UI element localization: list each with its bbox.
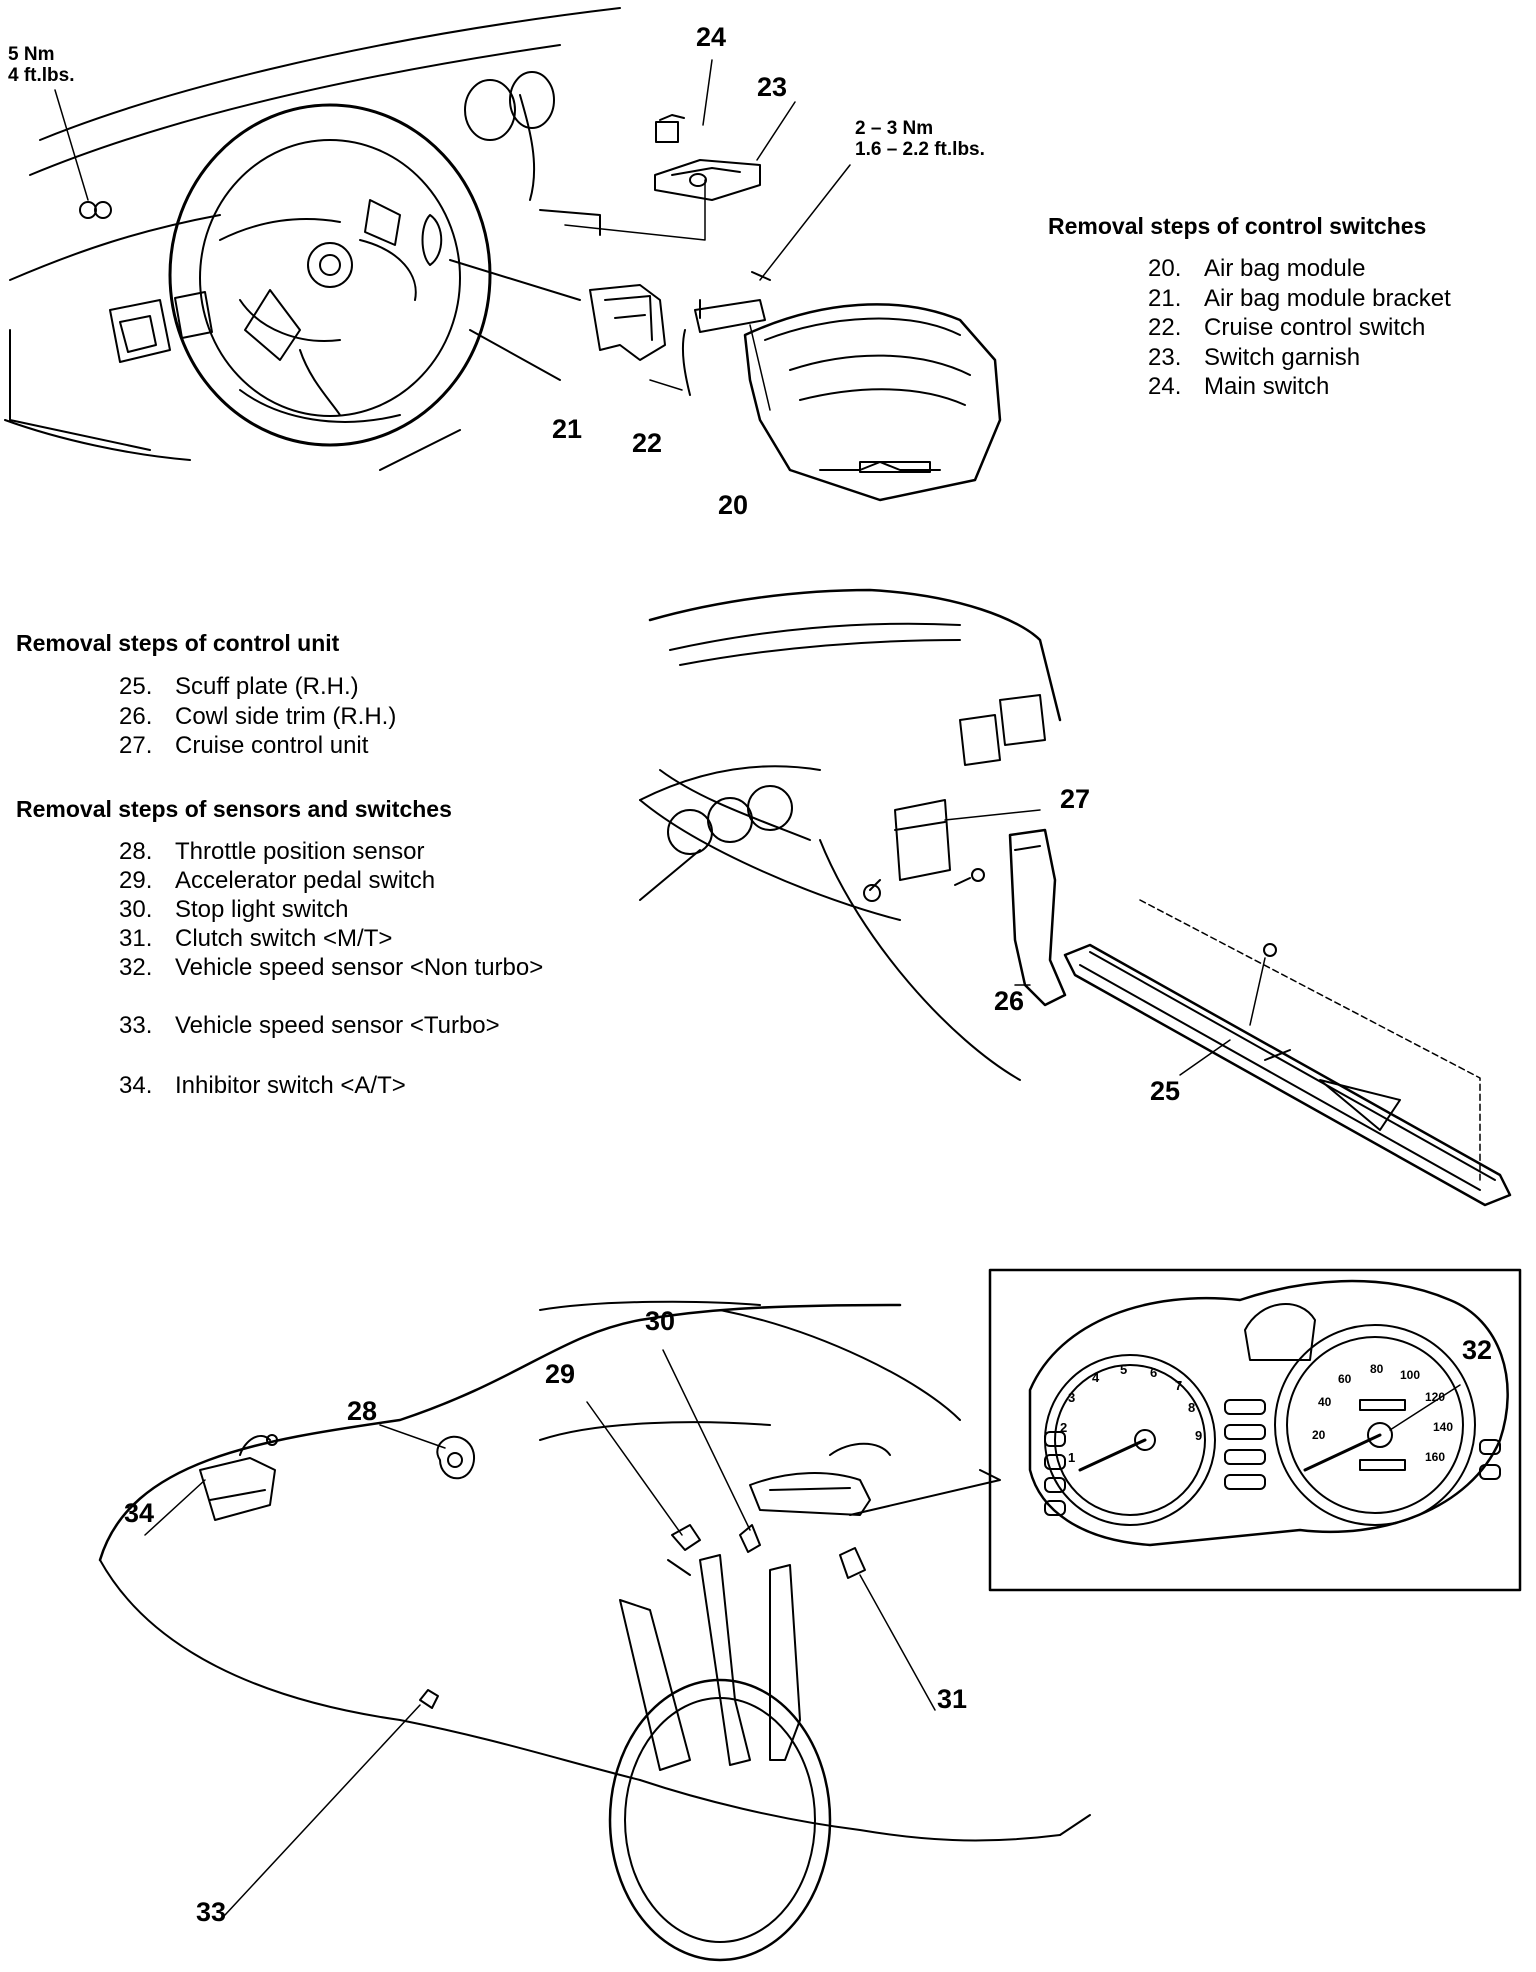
step-label: Accelerator pedal switch xyxy=(175,867,436,894)
callout-29: 29 xyxy=(545,1359,576,1389)
speedo-number: 20 xyxy=(1312,1428,1326,1442)
tach-number: 4 xyxy=(1092,1370,1100,1385)
list-item: 31. Clutch switch <M/T> xyxy=(119,925,392,953)
step-number: 29. xyxy=(119,867,153,894)
sensors-switches-heading: Removal steps of sensors and switches xyxy=(16,796,452,822)
list-item: 32. Vehicle speed sensor <Non turbo> xyxy=(119,954,543,982)
tach-number: 3 xyxy=(1068,1390,1076,1405)
step-label: Scuff plate (R.H.) xyxy=(175,673,359,700)
step-label: Main switch xyxy=(1204,373,1330,400)
torque-right-line1: 2 – 3 Nm xyxy=(855,118,934,139)
step-label: Cruise control switch xyxy=(1204,314,1426,341)
callout-20: 20 xyxy=(718,490,749,520)
callout-22: 22 xyxy=(632,428,663,458)
instrument-cluster-illustration xyxy=(988,1268,1522,1592)
list-item: 25. Scuff plate (R.H.) xyxy=(119,672,396,702)
step-number: 33. xyxy=(119,1012,153,1039)
step-number: 22. xyxy=(1148,314,1182,341)
steering-wheel-illustration xyxy=(4,7,621,471)
step-label: Cowl side trim (R.H.) xyxy=(175,702,397,730)
list-item: 30. Stop light switch xyxy=(119,896,348,924)
callout-23: 23 xyxy=(757,72,788,102)
figure-1-leaders xyxy=(702,59,851,281)
air-bag-parts-illustration xyxy=(589,271,1002,502)
step-label: Air bag module xyxy=(1204,255,1366,282)
torque-left-line1: 5 Nm xyxy=(8,44,55,65)
list-item: 22. Cruise control switch xyxy=(1148,313,1451,343)
list-item: 24. Main switch xyxy=(1148,372,1451,402)
car-outline-illustration xyxy=(98,1300,1091,1962)
step-number: 34. xyxy=(119,1072,153,1099)
callout-27: 27 xyxy=(1060,784,1091,814)
step-label: Switch garnish xyxy=(1204,343,1361,371)
step-number: 25. xyxy=(119,673,153,700)
figure-2-leaders xyxy=(944,809,1231,1076)
tach-number: 6 xyxy=(1150,1365,1158,1380)
list-item: 27. Cruise control unit xyxy=(119,731,396,761)
step-number: 28. xyxy=(119,838,153,865)
list-item: 29. Accelerator pedal switch xyxy=(119,867,435,895)
list-item: 23. Switch garnish xyxy=(1148,343,1451,373)
tach-number: 8 xyxy=(1188,1400,1196,1415)
callout-21: 21 xyxy=(552,414,583,444)
step-number: 20. xyxy=(1148,255,1182,282)
step-label: Air bag module bracket xyxy=(1204,284,1451,312)
cowl-dashboard-illustration xyxy=(639,588,1512,1207)
tach-number: 9 xyxy=(1195,1428,1203,1443)
speedo-number: 140 xyxy=(1433,1420,1454,1434)
step-label: Stop light switch xyxy=(175,896,349,923)
step-number: 24. xyxy=(1148,373,1182,400)
step-number: 27. xyxy=(119,732,153,759)
callout-28: 28 xyxy=(347,1396,378,1426)
list-item: 33. Vehicle speed sensor <Turbo> xyxy=(119,1012,500,1040)
torque-spec-left: 5 Nm 4 ft.lbs. xyxy=(8,44,75,86)
callout-34: 34 xyxy=(124,1498,155,1528)
figure-3-leaders xyxy=(144,1349,1461,1916)
tach-number: 7 xyxy=(1175,1378,1183,1393)
control-switches-steps: 20. Air bag module 21. Air bag module brac… xyxy=(1148,254,1451,402)
speedo-number: 80 xyxy=(1370,1362,1384,1376)
speedo-number: 120 xyxy=(1425,1390,1446,1404)
sensors-switches-steps: 28. Throttle position sensor 29. Accelerat… xyxy=(119,0,679,1972)
step-number: 30. xyxy=(119,896,153,923)
list-item: 21. Air bag module bracket xyxy=(1148,284,1451,314)
speedo-number: 160 xyxy=(1425,1450,1446,1464)
step-number: 31. xyxy=(119,925,153,952)
list-item: 20. Air bag module xyxy=(1148,254,1451,284)
callout-33: 33 xyxy=(196,1897,227,1927)
torque-left-line2: 4 ft.lbs. xyxy=(8,65,75,86)
list-item: 28. Throttle position sensor xyxy=(119,838,424,866)
callout-25: 25 xyxy=(1150,1076,1181,1106)
step-label: Cruise control unit xyxy=(175,732,369,759)
speedo-number: 100 xyxy=(1400,1368,1421,1382)
step-label: Vehicle speed sensor <Turbo> xyxy=(175,1012,500,1039)
callout-24: 24 xyxy=(696,22,727,52)
control-unit-heading: Removal steps of control unit xyxy=(16,630,340,656)
speedo-number: 60 xyxy=(1338,1372,1352,1386)
callout-31: 31 xyxy=(937,1684,968,1714)
switch-garnish-illustration xyxy=(564,114,761,241)
speedo-number: 40 xyxy=(1318,1395,1332,1409)
step-number: 21. xyxy=(1148,284,1182,312)
step-number: 32. xyxy=(119,954,153,981)
tach-number: 1 xyxy=(1068,1450,1076,1465)
tach-number: 5 xyxy=(1120,1362,1128,1377)
step-label: Throttle position sensor xyxy=(175,838,425,865)
control-switches-heading: Removal steps of control switches xyxy=(1048,213,1427,239)
torque-right-line2: 1.6 – 2.2 ft.lbs. xyxy=(855,139,985,160)
torque-spec-right: 2 – 3 Nm 1.6 – 2.2 ft.lbs. xyxy=(855,118,985,160)
step-number: 23. xyxy=(1148,343,1182,371)
callout-26: 26 xyxy=(994,986,1025,1016)
step-label: Clutch switch <M/T> xyxy=(175,925,393,952)
step-label: Vehicle speed sensor <Non turbo> xyxy=(175,954,544,981)
callout-30: 30 xyxy=(645,1306,676,1336)
control-unit-steps: 25. Scuff plate (R.H.) 26. Cowl side trim … xyxy=(119,672,396,761)
list-item: 26. Cowl side trim (R.H.) xyxy=(119,702,396,732)
list-item: 34. Inhibitor switch <A/T> xyxy=(119,1072,406,1100)
step-label: Inhibitor switch <A/T> xyxy=(175,1072,406,1099)
callout-32: 32 xyxy=(1462,1335,1493,1365)
step-number: 26. xyxy=(119,702,153,730)
tach-number: 2 xyxy=(1060,1420,1068,1435)
